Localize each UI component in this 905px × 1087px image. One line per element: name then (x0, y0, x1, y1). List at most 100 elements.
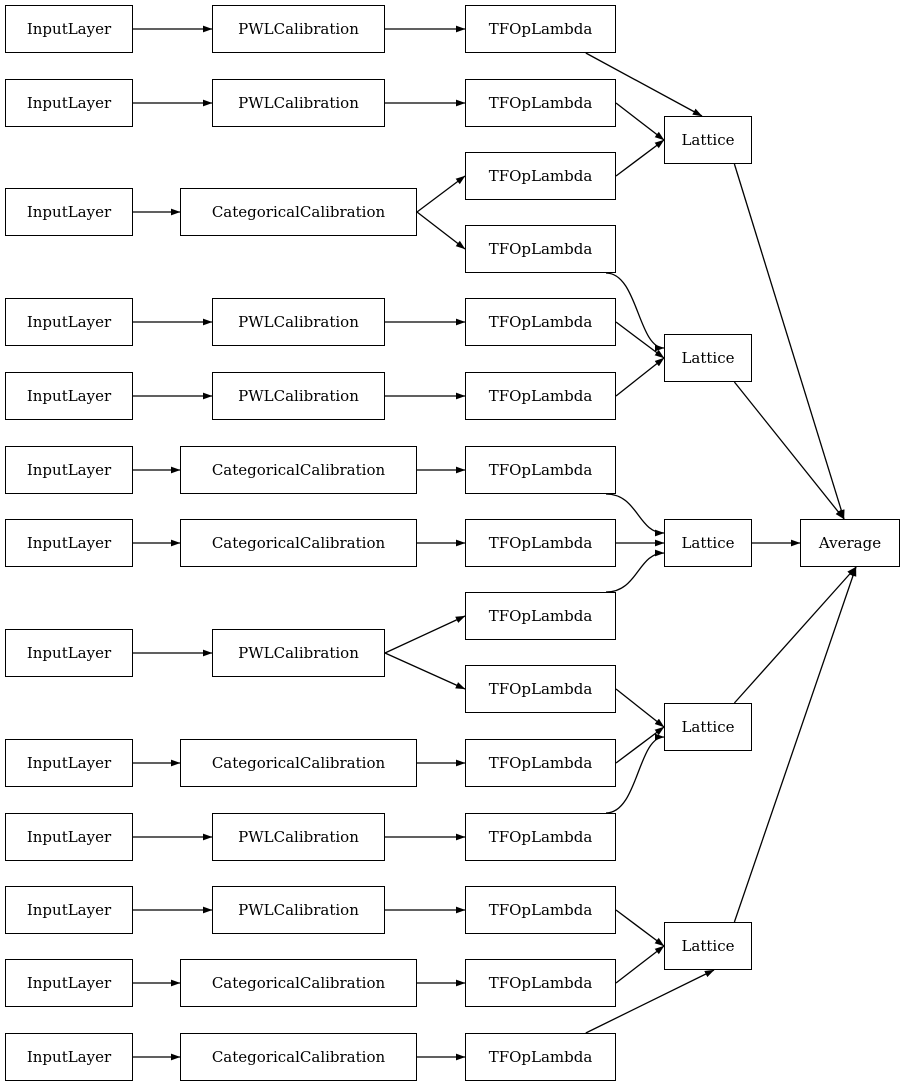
node-label: TFOpLambda (488, 973, 593, 992)
node-lam3[interactable]: TFOpLambda (465, 152, 616, 200)
node-label: TFOpLambda (488, 19, 593, 38)
node-cal13[interactable]: CategoricalCalibration (180, 1033, 417, 1081)
edge-lam9-to-lat3 (605, 549, 665, 593)
node-in4[interactable]: InputLayer (5, 298, 133, 346)
node-cal8[interactable]: PWLCalibration (212, 629, 385, 677)
node-lam15[interactable]: TFOpLambda (465, 1033, 616, 1081)
node-label: CategoricalCalibration (211, 973, 386, 992)
node-label: PWLCalibration (238, 643, 359, 662)
node-label: Lattice (681, 717, 735, 736)
node-label: PWLCalibration (238, 93, 359, 112)
node-label: TFOpLambda (488, 1047, 593, 1066)
edge-lam7-to-lat3 (605, 493, 665, 537)
edge-lam14-to-lat5 (615, 945, 665, 984)
edge-cal3-to-lam3 (416, 175, 466, 213)
node-lam14[interactable]: TFOpLambda (465, 959, 616, 1007)
node-cal9[interactable]: CategoricalCalibration (180, 739, 417, 787)
node-in3[interactable]: InputLayer (5, 188, 133, 236)
node-label: PWLCalibration (238, 19, 359, 38)
node-lam11[interactable]: TFOpLambda (465, 739, 616, 787)
edge-lam3-to-lat1 (615, 139, 665, 177)
node-lam2[interactable]: TFOpLambda (465, 79, 616, 127)
node-label: InputLayer (26, 643, 112, 662)
edge-lam12-to-lat4 (605, 733, 665, 814)
node-cal12[interactable]: CategoricalCalibration (180, 959, 417, 1007)
node-lam1[interactable]: TFOpLambda (465, 5, 616, 53)
edge-lam5-to-lat2 (615, 321, 665, 359)
node-label: TFOpLambda (488, 166, 593, 185)
node-label: TFOpLambda (488, 312, 593, 331)
edge-lam11-to-lat4 (615, 726, 665, 764)
node-lat3[interactable]: Lattice (664, 519, 752, 567)
node-lam13[interactable]: TFOpLambda (465, 886, 616, 934)
edge-cal8-to-lam9 (384, 615, 466, 654)
node-lam10[interactable]: TFOpLambda (465, 665, 616, 713)
node-lat5[interactable]: Lattice (664, 922, 752, 970)
node-cal3[interactable]: CategoricalCalibration (180, 188, 417, 236)
node-lam12[interactable]: TFOpLambda (465, 813, 616, 861)
node-label: InputLayer (26, 900, 112, 919)
node-in7[interactable]: InputLayer (5, 519, 133, 567)
node-label: TFOpLambda (488, 900, 593, 919)
node-lam8[interactable]: TFOpLambda (465, 519, 616, 567)
node-cal1[interactable]: PWLCalibration (212, 5, 385, 53)
node-in10[interactable]: InputLayer (5, 813, 133, 861)
node-label: TFOpLambda (488, 606, 593, 625)
node-lat1[interactable]: Lattice (664, 116, 752, 164)
node-label: InputLayer (26, 312, 112, 331)
node-lam7[interactable]: TFOpLambda (465, 446, 616, 494)
edge-lam15-to-lat5 (585, 969, 715, 1034)
node-lat4[interactable]: Lattice (664, 703, 752, 751)
node-cal7[interactable]: CategoricalCalibration (180, 519, 417, 567)
edge-group (133, 25, 857, 1061)
node-lam9[interactable]: TFOpLambda (465, 592, 616, 640)
node-lat2[interactable]: Lattice (664, 334, 752, 382)
node-label: Lattice (681, 130, 735, 149)
node-label: TFOpLambda (488, 533, 593, 552)
node-in9[interactable]: InputLayer (5, 739, 133, 787)
node-in5[interactable]: InputLayer (5, 372, 133, 420)
node-in1[interactable]: InputLayer (5, 5, 133, 53)
node-avg[interactable]: Average (800, 519, 900, 567)
node-label: CategoricalCalibration (211, 533, 386, 552)
node-label: CategoricalCalibration (211, 202, 386, 221)
node-in11[interactable]: InputLayer (5, 886, 133, 934)
node-in12[interactable]: InputLayer (5, 959, 133, 1007)
edge-lam4-to-lat2 (605, 272, 665, 352)
edge-lat1-to-avg (733, 163, 845, 520)
node-cal4[interactable]: PWLCalibration (212, 298, 385, 346)
node-lam5[interactable]: TFOpLambda (465, 298, 616, 346)
node-label: PWLCalibration (238, 827, 359, 846)
node-label: Lattice (681, 533, 735, 552)
node-cal2[interactable]: PWLCalibration (212, 79, 385, 127)
node-label: CategoricalCalibration (211, 753, 386, 772)
node-label: InputLayer (26, 19, 112, 38)
edge-cal8-to-lam10 (384, 652, 466, 690)
node-label: InputLayer (26, 386, 112, 405)
node-cal5[interactable]: PWLCalibration (212, 372, 385, 420)
node-in13[interactable]: InputLayer (5, 1033, 133, 1081)
edge-lam6-to-lat2 (615, 357, 665, 397)
node-in8[interactable]: InputLayer (5, 629, 133, 677)
edge-lam1-to-lat1 (585, 52, 703, 117)
node-label: PWLCalibration (238, 312, 359, 331)
edge-lam10-to-lat4 (615, 688, 665, 728)
node-in2[interactable]: InputLayer (5, 79, 133, 127)
node-label: Average (818, 533, 882, 552)
node-label: Lattice (681, 936, 735, 955)
node-label: InputLayer (26, 1047, 112, 1066)
node-label: InputLayer (26, 202, 112, 221)
node-in6[interactable]: InputLayer (5, 446, 133, 494)
node-cal6[interactable]: CategoricalCalibration (180, 446, 417, 494)
edge-cal3-to-lam4 (416, 211, 466, 250)
node-cal11[interactable]: PWLCalibration (212, 886, 385, 934)
node-lam4[interactable]: TFOpLambda (465, 225, 616, 273)
node-label: TFOpLambda (488, 386, 593, 405)
node-label: PWLCalibration (238, 386, 359, 405)
edge-lam13-to-lat5 (615, 909, 665, 947)
node-label: TFOpLambda (488, 827, 593, 846)
node-cal10[interactable]: PWLCalibration (212, 813, 385, 861)
node-lam6[interactable]: TFOpLambda (465, 372, 616, 420)
